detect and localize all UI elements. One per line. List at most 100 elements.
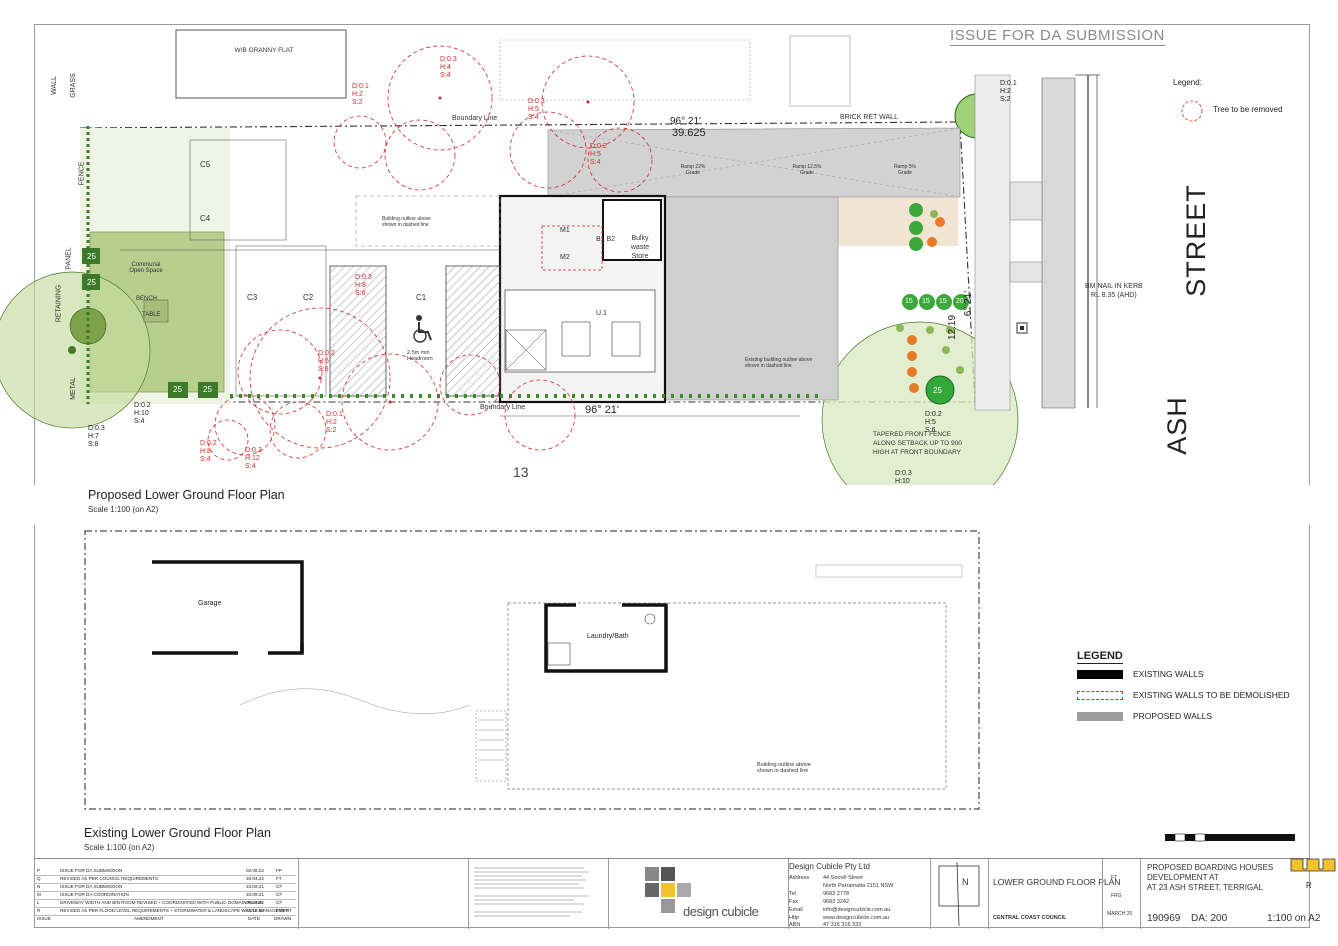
tel: 9683 2778: [823, 891, 849, 897]
plant-20-a: 20: [956, 298, 964, 305]
m2-label: M2: [560, 254, 570, 261]
plant-25-b: 25: [87, 278, 96, 287]
address-line-1: 44 Sorrell Street: [823, 875, 863, 881]
c1-label: C1: [416, 293, 427, 302]
logo-mark-small: [1290, 858, 1336, 872]
c3-label: C3: [247, 293, 258, 302]
project-line-3: AT 23 ASH STREET, TERRIGAL: [1147, 883, 1264, 892]
sheet-title: LOWER GROUND FLOOR PLAN: [993, 877, 1121, 887]
b1b2-label: B1 B2: [596, 236, 616, 243]
table-label: TABLE: [142, 312, 161, 318]
c5-label: C5: [200, 160, 211, 169]
north-cell: N: [930, 859, 988, 929]
granny-flat-outline: [175, 29, 347, 99]
project-line-1: PROPOSED BOARDING HOUSES: [1147, 863, 1274, 872]
logo-cell: design cubicle: [608, 859, 788, 929]
dimension-right: 12.19: [947, 314, 959, 341]
retaining-label: RETAINING: [55, 284, 63, 323]
tapered-fence-note: TAPERED FRONT FENCE ALONG SETBACK UP TO …: [873, 431, 962, 456]
trees-to-be-removed: [207, 45, 653, 461]
abn: 47 316 316 333: [823, 922, 862, 928]
wall-label: WALL: [50, 76, 58, 95]
granny-flat-label: W/B GRANNY FLAT: [234, 47, 294, 54]
north-label: N: [962, 877, 969, 887]
lot-number: 13: [513, 464, 529, 480]
legend-proposed-walls: PROPOSED WALLS: [1077, 710, 1307, 724]
grass-label: GRASS: [69, 73, 77, 98]
plant-25-c: 25: [173, 385, 182, 394]
copyright-cell: [468, 859, 608, 929]
checked-by: FRG: [1111, 893, 1122, 899]
bm-nail-label: BM NAIL IN KERB: [1085, 283, 1143, 290]
project-line-2: DEVELOPMENT AT: [1147, 873, 1219, 882]
walls-legend-title: LEGEND: [1077, 650, 1123, 664]
neighbor-outline: [499, 39, 751, 101]
legend-walls-demolished: EXISTING WALLS TO BE DEMOLISHED: [1077, 689, 1307, 703]
logo-text: design cubicle: [683, 904, 759, 919]
sheet-title-cell: LOWER GROUND FLOOR PLAN CENTRAL COAST CO…: [988, 859, 1121, 929]
plant-25-e: 25: [933, 386, 942, 395]
plant-15-b: 15: [922, 298, 930, 305]
plant-15-a: 15: [905, 298, 913, 305]
design-cubicle-logo: [645, 867, 691, 913]
ramp1-label: Ramp 22% Grade: [680, 164, 706, 176]
drawing-sheet-border: [34, 24, 1310, 928]
plant-15-c: 15: [939, 298, 947, 305]
email[interactable]: info@designcubicle.com.au: [823, 907, 891, 913]
existing-plan-drawing: [84, 530, 980, 810]
headroom-note: 2.5m min Headroom: [407, 350, 433, 362]
fax: 9683 3242: [823, 899, 849, 905]
website[interactable]: www.designcubicle.com.au: [823, 915, 890, 921]
building-outline-above: [507, 602, 947, 790]
c4-label: C4: [200, 214, 211, 223]
street-name-street: STREET: [1180, 184, 1211, 297]
da-number: DA: 200: [1191, 913, 1228, 924]
north-arrow-icon: [938, 862, 980, 926]
parking-area: [659, 196, 839, 401]
ramp2-label: Ramp 12.5% Grade: [792, 164, 822, 176]
drawing-date: MARCH 20: [1107, 911, 1133, 917]
project-cell: PROPOSED BOARDING HOUSES DEVELOPMENT AT …: [1140, 858, 1336, 929]
company-name: Design Cubicle Pty Ltd: [789, 862, 870, 871]
walls-legend: LEGEND EXISTING WALLS EXISTING WALLS TO …: [1077, 646, 1290, 721]
ramp3-label: Ramp 5% Grade: [894, 164, 916, 176]
abn-label: ABN: [789, 922, 801, 928]
metal-label: METAL: [69, 377, 77, 400]
garage-walls: [152, 560, 304, 655]
http-label: Http: [789, 915, 800, 921]
scale-bar: [1165, 833, 1295, 842]
sheet-scale: 1:100 on A2: [1267, 913, 1321, 924]
legend-existing-walls: EXISTING WALLS: [1077, 668, 1307, 682]
tel-label: Tel: [789, 891, 797, 897]
bulky-waste-label: Bulky waste Store: [630, 235, 650, 260]
fax-label: Fax: [789, 899, 799, 905]
tree-legend-title: Legend:: [1173, 78, 1202, 87]
proposed-plan-title: Proposed Lower Ground Floor Plan: [88, 488, 285, 502]
bulky-waste-store: [602, 199, 662, 261]
shared-zone: [445, 265, 501, 397]
dimension-top: 39.625: [672, 127, 706, 139]
kerb-crossing: [1041, 77, 1076, 409]
job-number: 190969: [1147, 913, 1181, 924]
drawn-by: FT: [1111, 875, 1118, 881]
u1-label: U.1: [596, 310, 607, 317]
company-cell: Design Cubicle Pty Ltd Address 44 Sorrel…: [788, 859, 930, 929]
neighbor-outline-2: [789, 35, 851, 107]
bm-rl-label: RL 8.35 (AHD): [1091, 292, 1137, 299]
fence-label: FENCE: [78, 161, 86, 186]
email-label: Email: [789, 907, 803, 913]
